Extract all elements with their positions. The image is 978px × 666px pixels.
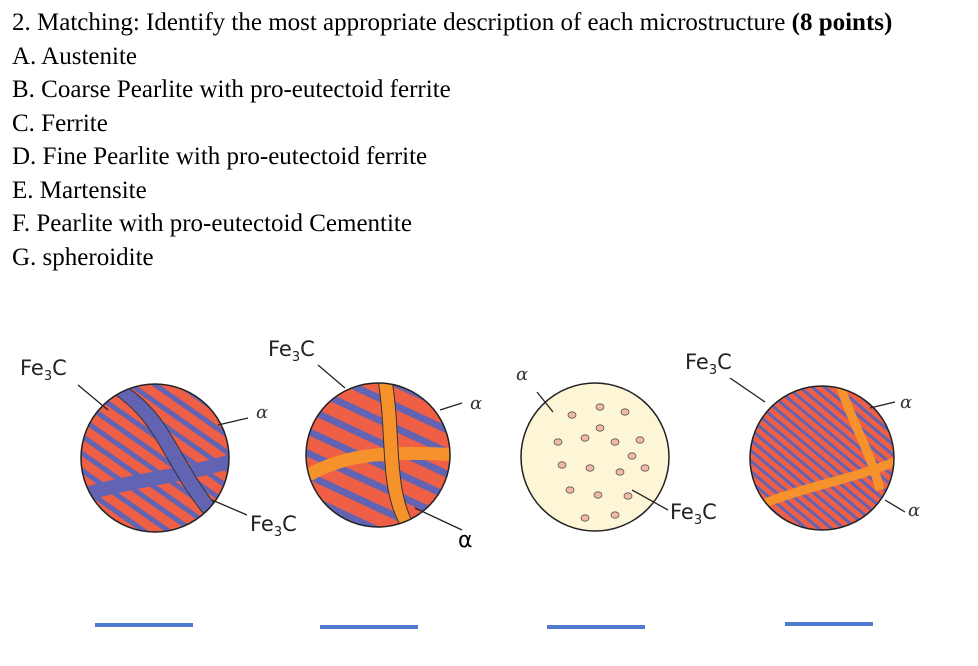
leader-lines [77, 364, 906, 531]
cementite-particle [557, 461, 567, 469]
cementite-particle [640, 464, 650, 472]
cementite-particle [593, 491, 603, 499]
option-f: F. Pearlite with pro-eutectoid Cementite [12, 210, 412, 237]
microstructure-3 [520, 382, 670, 532]
cementite-particle [580, 514, 590, 522]
cementite-particle [610, 438, 620, 446]
alpha-label-3: α [458, 528, 473, 553]
lamella [750, 444, 854, 530]
alpha-label-6: α [908, 500, 921, 521]
cementite-particle [620, 408, 630, 416]
alpha-label-4: α [516, 364, 529, 385]
microstructure-2 [305, 382, 451, 528]
lamella [81, 459, 192, 532]
alpha-label-5: α [900, 392, 913, 413]
cementite-particle [580, 434, 590, 442]
microstructure-1 [80, 383, 230, 533]
lamella [750, 413, 879, 527]
answer-blank-4[interactable] [785, 622, 873, 626]
option-e: E. Martensite [12, 176, 147, 204]
cementite-particle [627, 452, 637, 460]
lamella [750, 419, 874, 530]
cementite-particle [595, 424, 605, 432]
option-a: A. Austenite [12, 42, 137, 70]
answer-blank-1[interactable] [95, 623, 193, 627]
lamella [795, 386, 894, 466]
lamella [306, 422, 450, 502]
option-c: C. Ferrite [12, 109, 108, 137]
lamella [750, 450, 849, 530]
microstructure-4 [749, 385, 895, 531]
lamella [754, 401, 890, 515]
lamella [115, 384, 229, 462]
cementite-particle [567, 411, 577, 419]
option-g: G. spheroidite [12, 243, 154, 271]
option-b: B. Coarse Pearlite with pro-eutectoid fe… [12, 76, 451, 103]
option-d: D. Fine Pearlite with pro-eutectoid ferr… [12, 143, 428, 170]
cementite-particle [635, 436, 645, 444]
answer-blank-2[interactable] [320, 625, 418, 629]
cementite-particle [565, 486, 575, 494]
lamella [759, 395, 894, 509]
lamella [306, 440, 446, 521]
fe3c-label-1: Fe3C [20, 356, 67, 385]
cementite-particle [623, 492, 633, 500]
alpha-label-2: α [470, 393, 483, 414]
lamella [83, 401, 229, 508]
alpha-label-1: α [256, 402, 269, 423]
lamella [306, 404, 450, 484]
lamella [306, 476, 430, 527]
answer-blank-3[interactable] [547, 625, 645, 629]
cementite-particle [610, 511, 620, 519]
fe3c-label-5: Fe3C [685, 350, 732, 379]
lamella [750, 407, 885, 521]
question-block: 2. Matching: Identify the most appropria… [12, 6, 967, 274]
lamella [770, 386, 894, 497]
microstructure-figure [77, 364, 906, 533]
fe3c-label-3: Fe3C [268, 337, 315, 366]
cementite-particle [595, 403, 605, 411]
fe3c-label-2: Fe3C [250, 512, 297, 541]
lamella [750, 425, 869, 530]
cementite-particle [553, 438, 563, 446]
lamella [790, 386, 894, 472]
fe3c-label-4: Fe3C [670, 500, 717, 529]
lamella [81, 447, 200, 532]
cementite-particle [585, 464, 595, 472]
lamella [775, 386, 894, 491]
question-title: 2. Matching: Identify the most appropria… [12, 9, 893, 36]
cementite-particle [615, 468, 625, 476]
